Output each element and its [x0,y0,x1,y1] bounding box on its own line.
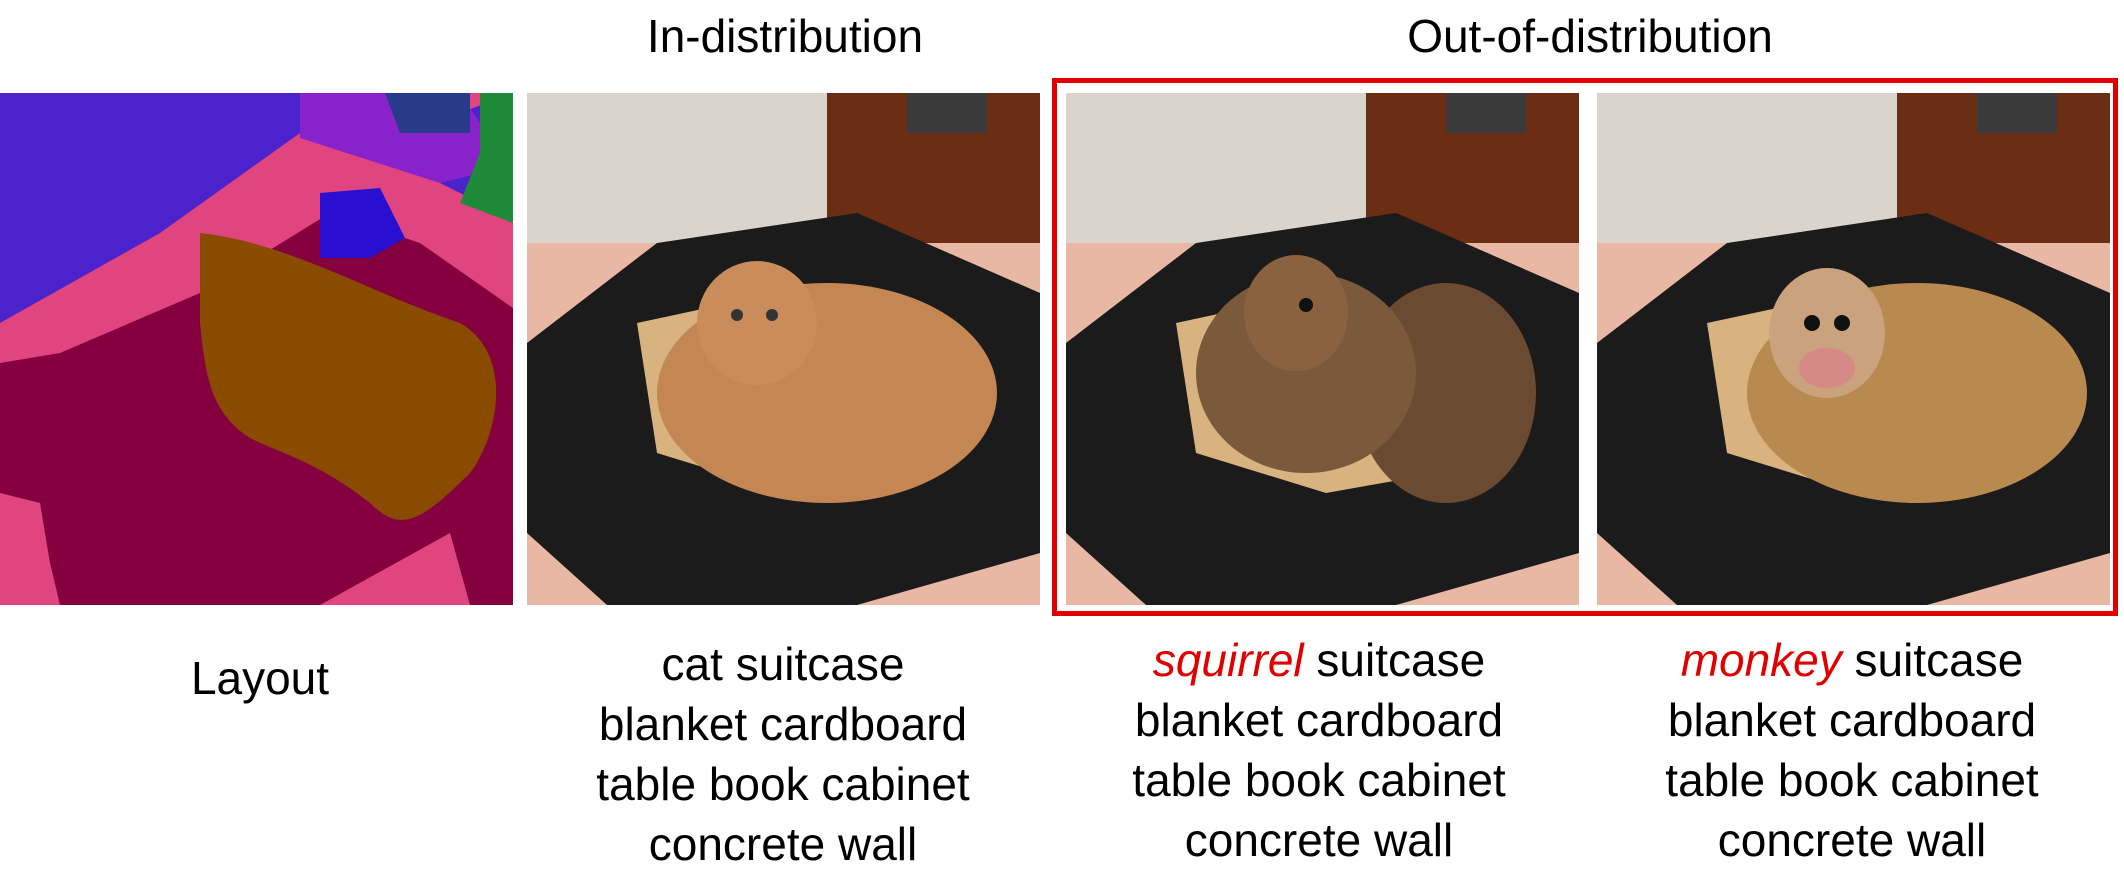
squirrel-illustration [1066,93,1579,605]
caption-line-3: table book cabinet [1132,754,1506,806]
region-animal [200,233,497,520]
ood-word-squirrel: squirrel [1152,634,1304,686]
monkey-illustration [1597,93,2110,605]
out-of-distribution-image-squirrel [1066,93,1579,605]
out-of-distribution-frame [1052,78,2118,616]
caption-line-1: monkey suitcase [1592,630,2112,690]
in-distribution-image-cat [527,93,1040,605]
caption-line-1-rest: suitcase [1854,634,2024,686]
caption-line-2: blanket cardboard [1134,694,1504,746]
caption-line-3: table book cabinet [1665,754,2039,806]
caption-line-2: blanket cardboard [598,698,968,750]
caption-line-4: concrete wall [648,818,918,870]
region-plant [460,93,513,223]
region-box [320,188,405,258]
layout-map [0,93,513,605]
caption-line-1-rest: suitcase [1316,634,1486,686]
caption-squirrel: squirrel suitcase blanket cardboard tabl… [1059,630,1579,870]
header-in-distribution: In-distribution [646,10,924,62]
caption-line-4: concrete wall [1717,814,1987,866]
caption-line-3: table book cabinet [596,758,970,810]
caption-line-4: concrete wall [1184,814,1454,866]
header-out-of-distribution: Out-of-distribution [1407,10,1773,62]
layout-segmentation-image [0,93,513,605]
cat-illustration [527,93,1040,605]
caption-line-2: blanket cardboard [1667,694,2037,746]
caption-in-distribution: cat suitcase blanket cardboard table boo… [523,634,1043,874]
caption-layout: Layout [190,652,330,704]
caption-line-1: squirrel suitcase [1059,630,1579,690]
caption-line-1: cat suitcase [661,638,905,690]
caption-monkey: monkey suitcase blanket cardboard table … [1592,630,2112,870]
out-of-distribution-image-monkey [1597,93,2110,605]
ood-word-monkey: monkey [1680,634,1842,686]
region-book [385,93,470,133]
